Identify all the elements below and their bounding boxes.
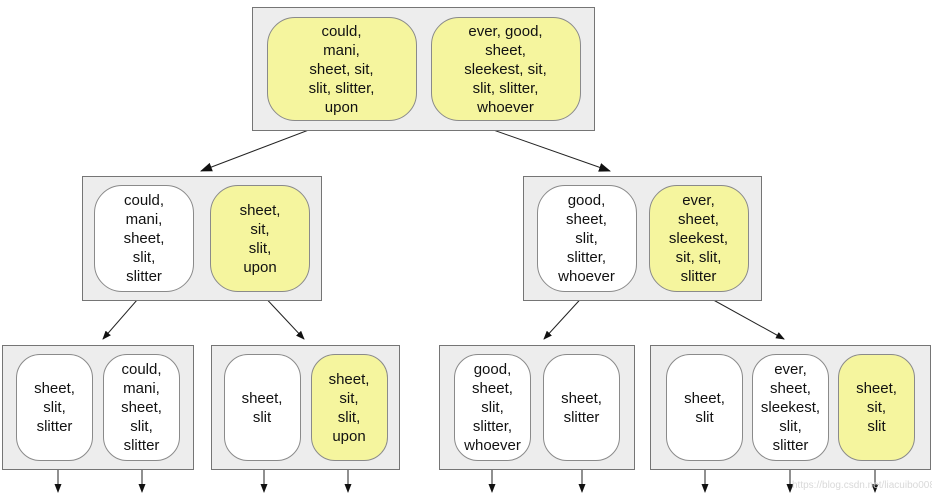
internal-left-cell-1: sheet, sit, slit, upon: [210, 185, 310, 292]
internal-right-cell-1: ever, sheet, sleekest, sit, slit, slitte…: [648, 185, 749, 292]
leaf-node-1: sheet, slit, slitter could, mani, sheet,…: [2, 345, 194, 470]
leaf-node-2: sheet, slit sheet, sit, slit, upon: [211, 345, 400, 470]
leaf1-cell-1: could, mani, sheet, slit, slitter: [103, 354, 180, 461]
leaf1-cell-0: sheet, slit, slitter: [16, 354, 93, 461]
leaf4-cell-0: sheet, slit: [666, 354, 743, 461]
root-cell-0: could, mani, sheet, sit, slit, slitter, …: [266, 17, 417, 121]
internal-left-cell-0: could, mani, sheet, slit, slitter: [94, 185, 194, 292]
root-node: could, mani, sheet, sit, slit, slitter, …: [252, 7, 595, 131]
internal-node-left: could, mani, sheet, slit, slitter sheet,…: [82, 176, 322, 301]
leaf2-cell-1: sheet, sit, slit, upon: [310, 354, 388, 461]
internal-right-cell-0: good, sheet, slit, slitter, whoever: [536, 185, 637, 292]
leaf-node-4: sheet, slit ever, sheet, sleekest, slit,…: [650, 345, 931, 470]
watermark-text: https://blog.csdn.net/liacuibo008: [792, 480, 932, 491]
root-cell-1: ever, good, sheet, sleekest, sit, slit, …: [430, 17, 581, 121]
leaf2-cell-0: sheet, slit: [223, 354, 301, 461]
leaf3-cell-0: good, sheet, slit, slitter, whoever: [454, 354, 531, 461]
internal-node-right: good, sheet, slit, slitter, whoever ever…: [523, 176, 762, 301]
leaf3-cell-1: sheet, slitter: [543, 354, 620, 461]
leaf4-cell-2: sheet, sit, slit: [838, 354, 915, 461]
leaf-node-3: good, sheet, slit, slitter, whoever shee…: [439, 345, 635, 470]
leaf4-cell-1: ever, sheet, sleekest, slit, slitter: [752, 354, 829, 461]
